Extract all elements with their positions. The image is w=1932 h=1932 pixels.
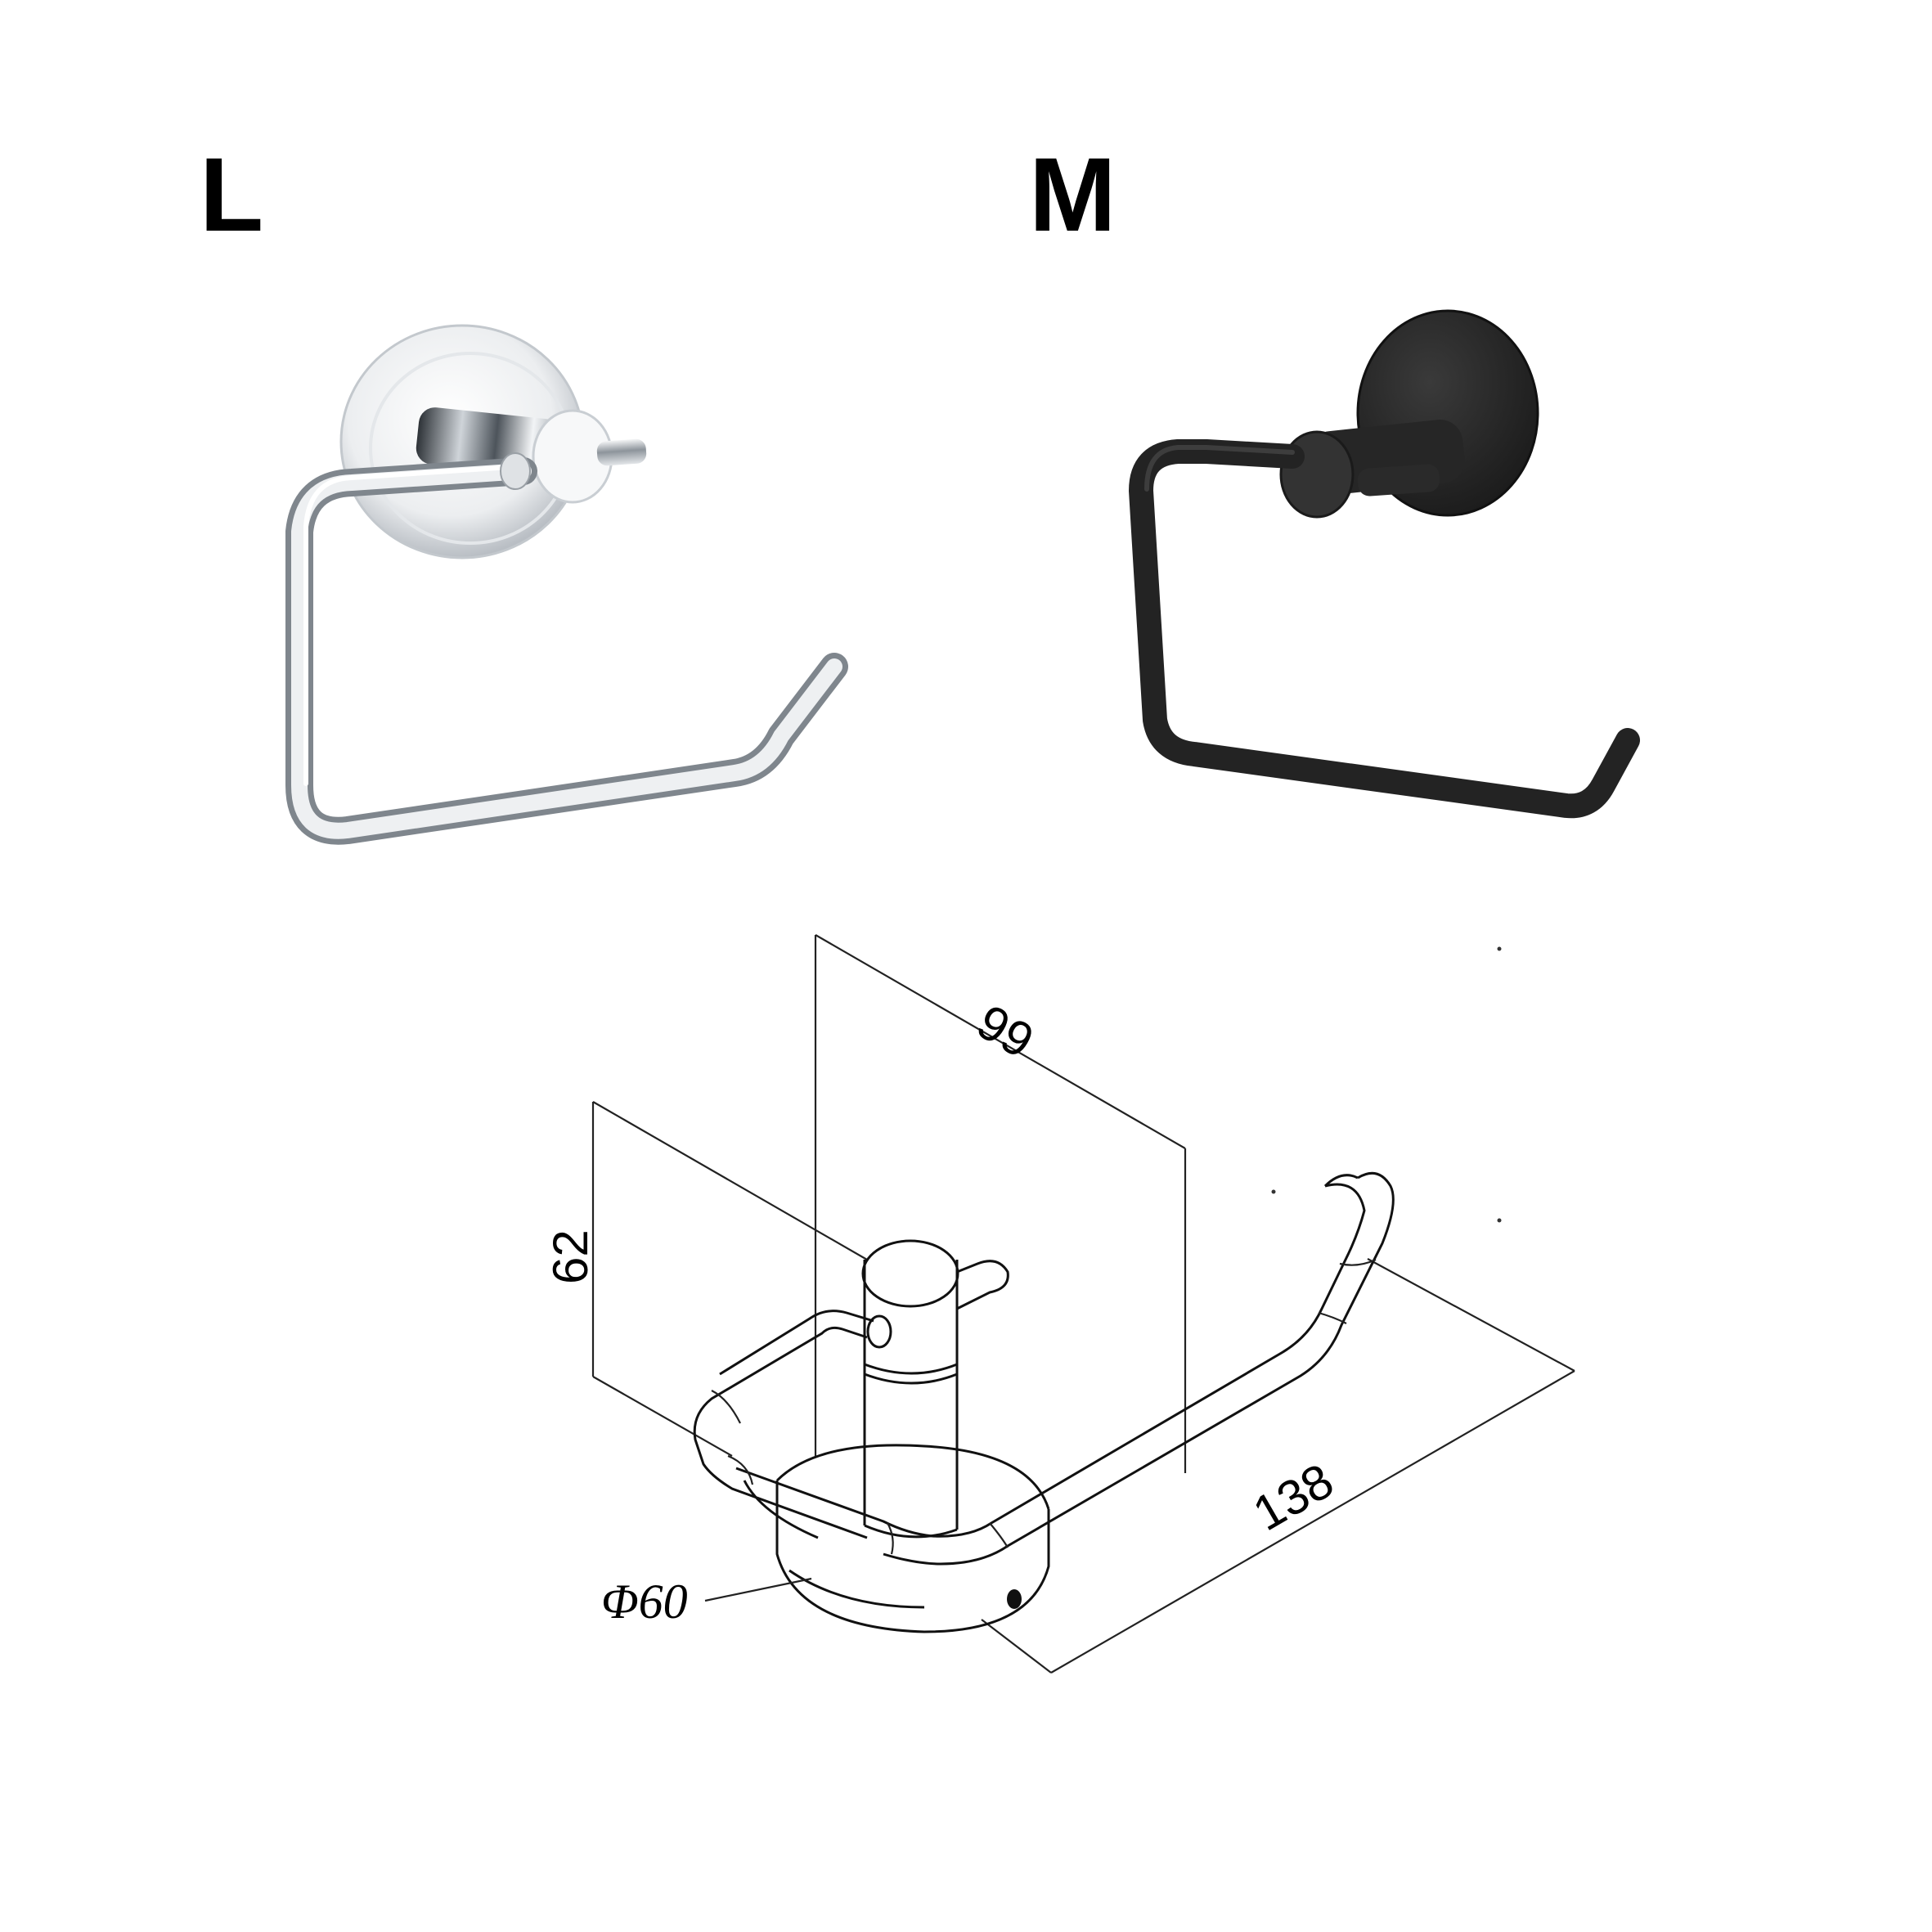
variant-label-m: M (1029, 137, 1117, 254)
dimension-height: 62 (543, 1229, 598, 1284)
scan-specks (1271, 946, 1502, 1223)
dimension-depth: 99 (968, 994, 1043, 1068)
chrome-roll-holder-image (285, 324, 848, 845)
black-roll-holder-image (1129, 309, 1640, 819)
technical-drawing: 99 62 138 Φ60 (543, 934, 1575, 1674)
dimension-width: 138 (1244, 1453, 1342, 1541)
dimension-base-diameter: Φ60 (601, 1575, 688, 1629)
variant-label-l: L (200, 137, 263, 254)
